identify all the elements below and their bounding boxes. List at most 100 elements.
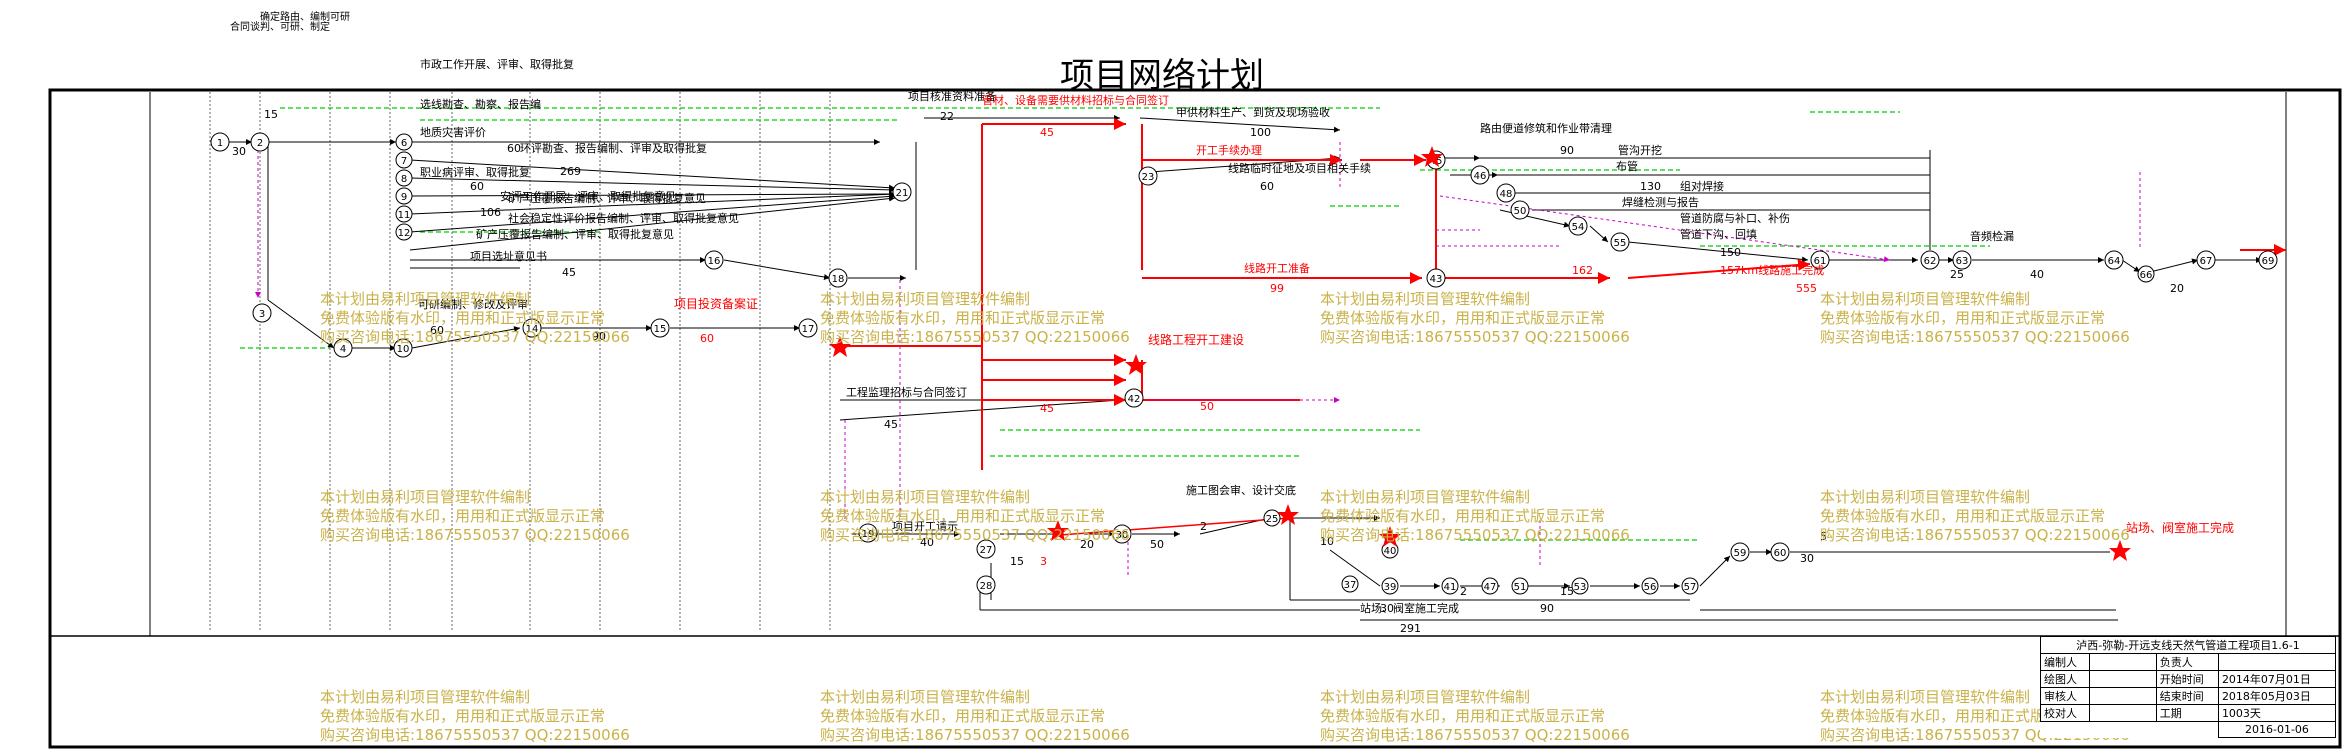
svg-text:39: 39 <box>1384 582 1397 593</box>
svg-text:3: 3 <box>259 309 265 320</box>
svg-text:3: 3 <box>1040 555 1047 568</box>
node-53 <box>1571 577 1589 595</box>
svg-text:30: 30 <box>1116 530 1129 541</box>
node-19 <box>858 523 878 543</box>
watermark-10: 本计划由易利项目管理软件编制免费体验版有水印，用用和正式版显示正常购买咨询电话:… <box>820 688 1130 744</box>
node-18 <box>828 268 848 288</box>
node-15 <box>650 318 670 338</box>
svg-text:50: 50 <box>1150 538 1164 551</box>
svg-text:60: 60 <box>1774 548 1787 559</box>
svg-text:可研编制、修改及评审: 可研编制、修改及评审 <box>418 297 528 311</box>
svg-text:45: 45 <box>1040 126 1054 139</box>
star-36 <box>1379 526 1401 547</box>
svg-text:23: 23 <box>1142 172 1155 183</box>
node-16 <box>704 250 724 270</box>
node-56 <box>1641 577 1659 595</box>
svg-text:社会稳定性评价报告编制、评审、取得批复意见: 社会稳定性评价报告编制、评审、取得批复意见 <box>508 211 739 225</box>
svg-text:25: 25 <box>1950 268 1964 281</box>
svg-text:40: 40 <box>920 536 934 549</box>
svg-text:合同谈判、可研、制定: 合同谈判、可研、制定 <box>230 20 330 33</box>
row-label: 绘图人 <box>2040 670 2090 688</box>
star-44 <box>1421 146 1443 167</box>
svg-text:15: 15 <box>1010 555 1024 568</box>
svg-text:63: 63 <box>1956 256 1969 267</box>
svg-text:64: 64 <box>2108 256 2121 267</box>
time-grid <box>209 92 831 632</box>
node-25 <box>1263 509 1281 527</box>
svg-text:12: 12 <box>398 228 411 239</box>
node-54 <box>1568 216 1588 236</box>
node-60 <box>1770 542 1790 562</box>
svg-text:组对焊接: 组对焊接 <box>1680 179 1724 193</box>
svg-text:45: 45 <box>884 418 898 431</box>
node-47 <box>1481 577 1499 595</box>
svg-text:音频检漏: 音频检漏 <box>1970 229 2014 243</box>
node-6 <box>395 133 413 151</box>
svg-text:162: 162 <box>1572 264 1593 277</box>
svg-text:开工手续办理: 开工手续办理 <box>1196 143 1262 157</box>
svg-text:矿产压覆报告编制、评审、取得批复意见: 矿产压覆报告编制、评审、取得批复意见 <box>476 227 674 241</box>
node-12 <box>395 223 413 241</box>
svg-text:60: 60 <box>430 324 444 337</box>
node-66 <box>2137 265 2155 283</box>
watermark-7: 本计划由易利项目管理软件编制免费体验版有水印，用用和正式版显示正常购买咨询电话:… <box>1320 488 1630 544</box>
event-nodes <box>210 132 2278 595</box>
row-value-label: 开始时间 <box>2155 670 2219 688</box>
svg-text:15: 15 <box>654 324 667 335</box>
row-label: 审核人 <box>2040 687 2090 705</box>
star-22 <box>1125 354 1147 375</box>
svg-text:30: 30 <box>1380 602 1394 615</box>
svg-text:40: 40 <box>1384 546 1397 557</box>
svg-text:100: 100 <box>1250 126 1271 139</box>
svg-text:2: 2 <box>1200 520 1207 533</box>
node-59 <box>1730 542 1750 562</box>
svg-text:555: 555 <box>1796 282 1817 295</box>
svg-text:43: 43 <box>1430 274 1443 285</box>
svg-text:90: 90 <box>1560 144 1574 157</box>
svg-text:22: 22 <box>940 110 954 123</box>
svg-text:职业病评审、取得批复: 职业病评审、取得批复 <box>420 165 530 179</box>
svg-text:地质灾害评价: 地质灾害评价 <box>420 125 486 139</box>
svg-text:管道下沟、回填: 管道下沟、回填 <box>1680 227 1757 241</box>
svg-text:45: 45 <box>562 266 576 279</box>
title-row: 编制人 负责人 <box>2040 653 2337 671</box>
svg-text:9: 9 <box>401 192 407 203</box>
svg-text:62: 62 <box>1924 256 1937 267</box>
svg-text:54: 54 <box>1572 222 1585 233</box>
node-62 <box>1920 250 1940 270</box>
star-65 <box>2109 540 2131 561</box>
svg-text:90: 90 <box>1540 602 1554 615</box>
activity-labels: 合同谈判、可研、制定 确定路由、编制可研 30 15 市政工作开展、评审、取得批… <box>230 10 2234 635</box>
node-4 <box>333 338 353 358</box>
milestone-stars <box>829 146 2131 561</box>
row-value-label: 负责人 <box>2155 653 2219 671</box>
node-28 <box>976 575 996 595</box>
svg-text:施工图会审、设计交底: 施工图会审、设计交底 <box>1186 483 1296 497</box>
svg-text:17: 17 <box>802 324 815 335</box>
node-43 <box>1426 268 1446 288</box>
svg-text:51: 51 <box>1514 582 1527 593</box>
svg-text:291: 291 <box>1400 622 1421 635</box>
svg-text:106: 106 <box>480 206 501 219</box>
node-46 <box>1470 165 1490 185</box>
row-value: 1003天 <box>2217 704 2337 722</box>
svg-text:90: 90 <box>592 330 606 343</box>
node-9 <box>395 187 413 205</box>
title-row: 审核人 结束时间 2018年05月03日 <box>2040 687 2337 705</box>
svg-text:130: 130 <box>1640 180 1661 193</box>
svg-text:27: 27 <box>980 545 993 556</box>
watermark-2: 本计划由易利项目管理软件编制免费体验版有水印，用用和正式版显示正常购买咨询电话:… <box>820 290 1130 346</box>
title-block: 泸西-弥勒-开远支线天然气管道工程项目1.6-1 编制人 负责人 绘图人 开始时… <box>2040 636 2337 738</box>
svg-text:6: 6 <box>401 138 407 149</box>
row-value: 2014年07月01日 <box>2217 670 2337 688</box>
svg-text:269: 269 <box>560 165 581 178</box>
node-69 <box>2258 250 2278 270</box>
svg-text:99: 99 <box>1270 282 1284 295</box>
watermark-11: 本计划由易利项目管理软件编制免费体验版有水印，用用和正式版显示正常购买咨询电话:… <box>1320 688 1630 744</box>
svg-text:53: 53 <box>1574 582 1587 593</box>
node-55 <box>1610 232 1630 252</box>
svg-text:矿产压覆报告编制、评审、取得批复意见: 矿产压覆报告编制、评审、取得批复意见 <box>508 191 706 205</box>
outer-frame <box>48 88 2342 749</box>
svg-text:59: 59 <box>1734 548 1747 559</box>
